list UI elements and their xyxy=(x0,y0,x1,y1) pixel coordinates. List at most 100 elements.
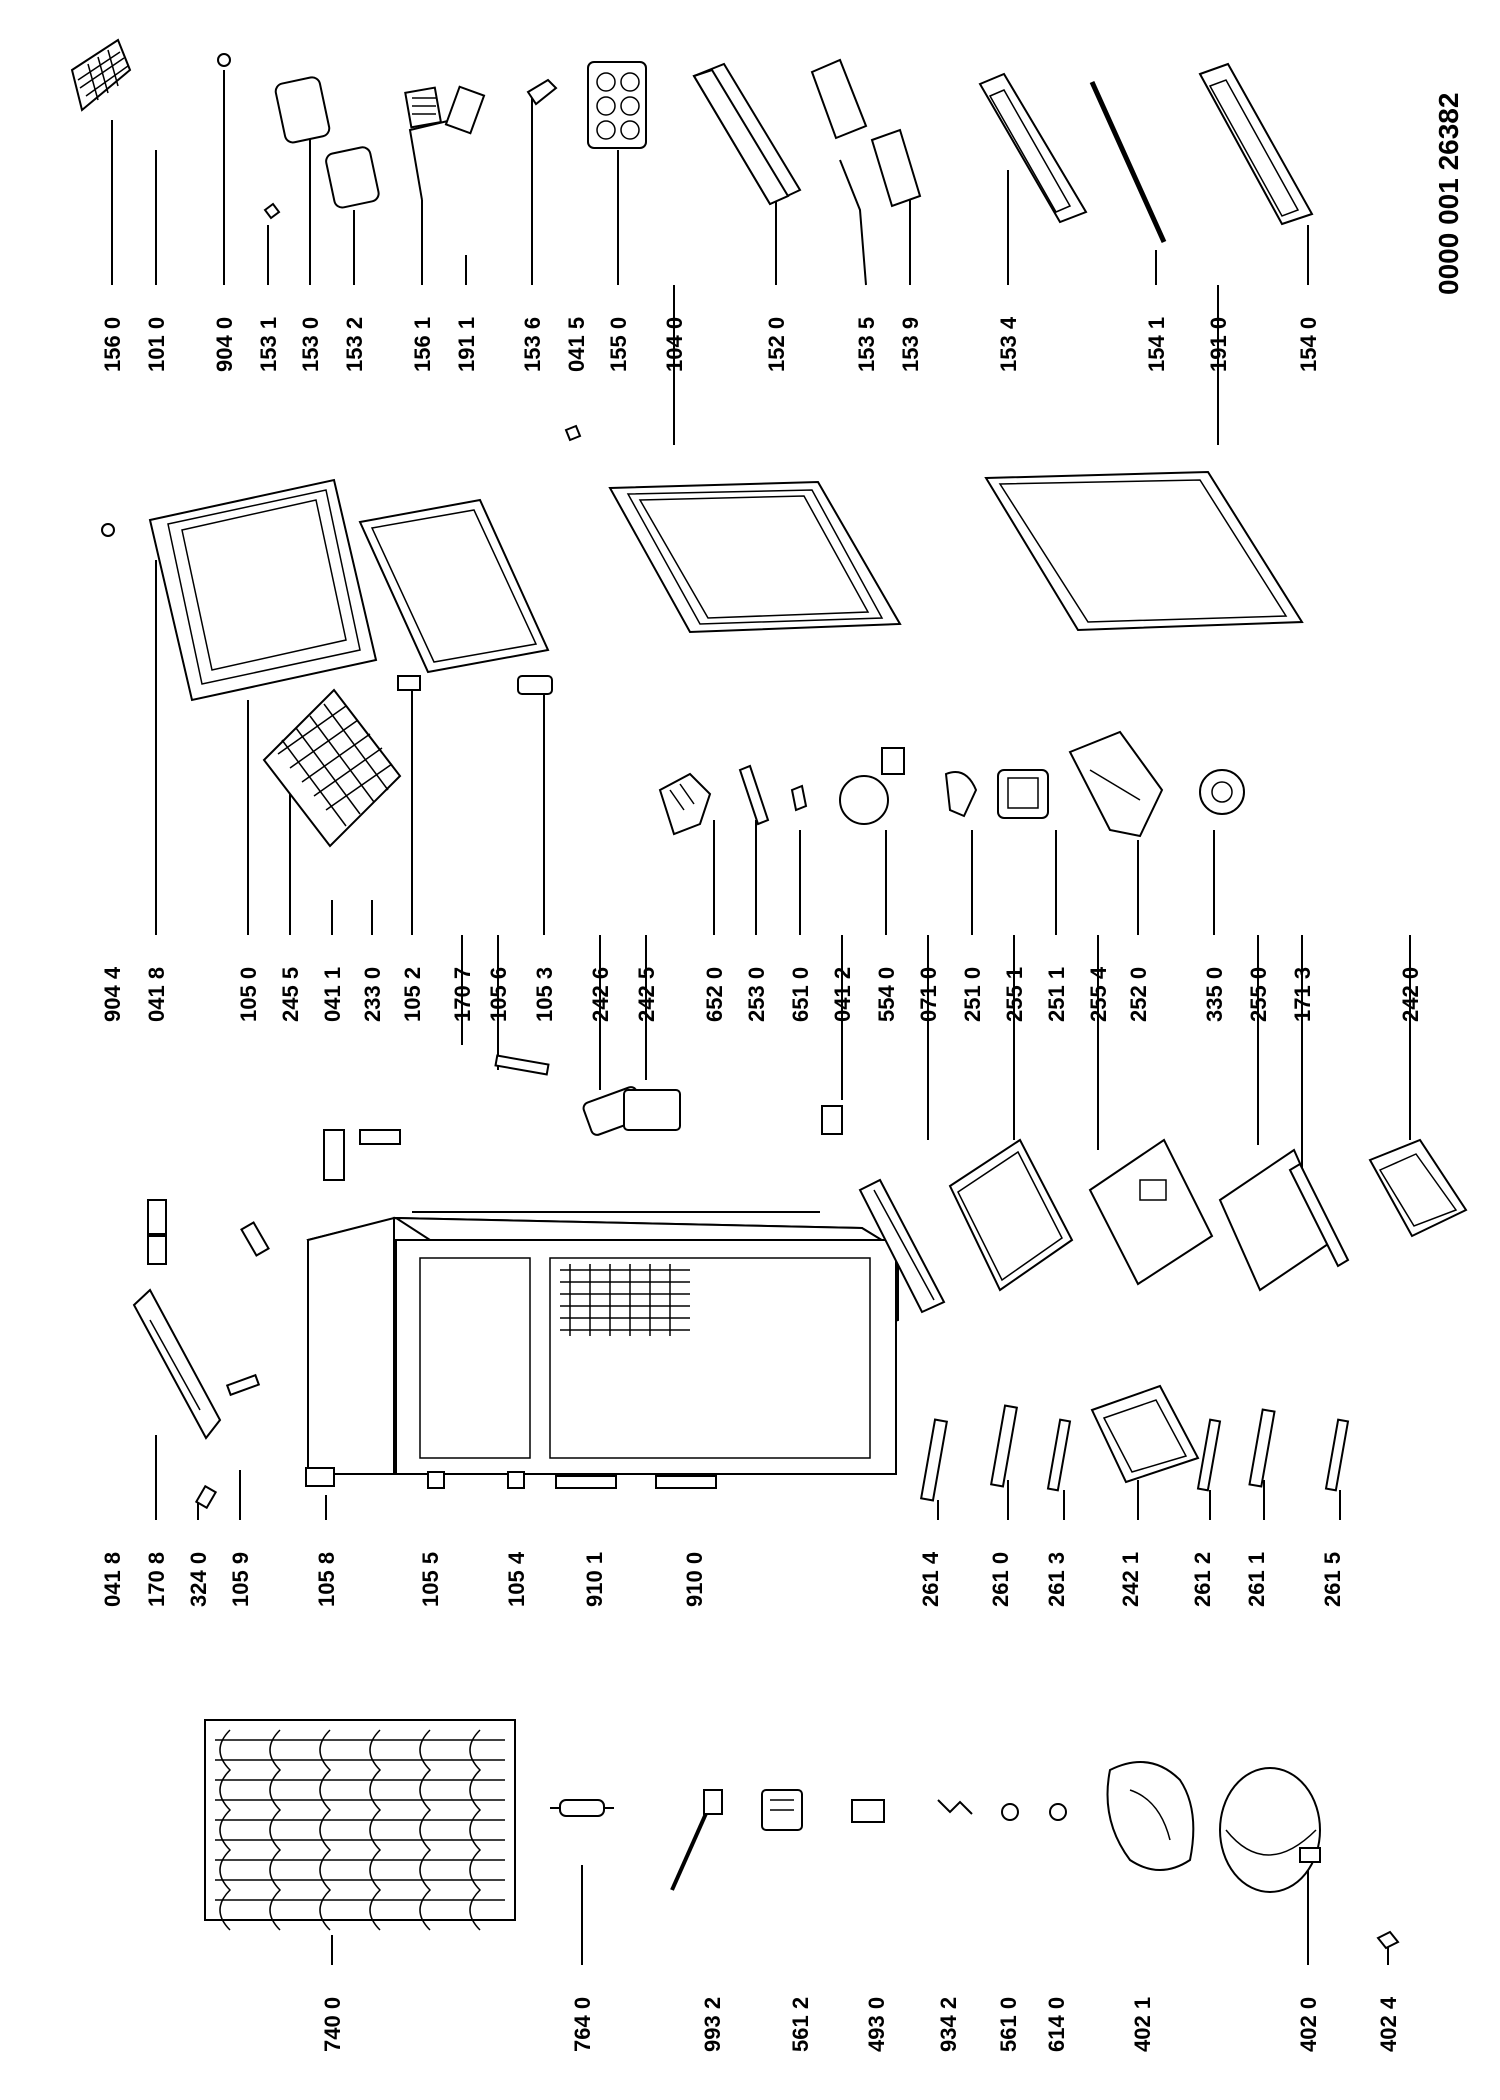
lower-row-labels: 041 8 170 8 324 0 105 9 105 8 105 5 105 … xyxy=(100,1551,1345,1607)
door-gasket-freezer xyxy=(358,498,550,674)
part-label: 152 0 xyxy=(764,317,789,372)
part-label: 153 5 xyxy=(854,317,879,372)
part-label: 041 8 xyxy=(144,967,169,1022)
part-label: 153 0 xyxy=(298,317,323,372)
rail-part-6 xyxy=(1324,1418,1350,1492)
top-row-labels: 156 0 101 0 904 0 153 1 153 0 153 2 156 … xyxy=(100,316,1321,372)
part-label: 041 8 xyxy=(100,1552,125,1607)
handle-part xyxy=(517,675,553,695)
part-label: 156 0 xyxy=(100,317,125,372)
part-label: 324 0 xyxy=(186,1552,211,1607)
part-label: 154 0 xyxy=(1296,317,1321,372)
part-label: 252 0 xyxy=(1126,967,1151,1022)
trim-strip-part-2 xyxy=(1288,1162,1350,1268)
part-label: 041 5 xyxy=(564,317,589,372)
part-label: 261 5 xyxy=(1320,1552,1345,1607)
small-bin-part xyxy=(810,58,922,208)
door-bin-part xyxy=(263,76,380,220)
door-shelf-part-3 xyxy=(1198,62,1314,226)
part-label: 170 8 xyxy=(144,1552,169,1607)
part-label: 153 4 xyxy=(996,316,1021,372)
part-label: 041 1 xyxy=(320,967,345,1022)
crisper-cover-part xyxy=(858,1178,946,1314)
part-label: 335 0 xyxy=(1202,967,1227,1022)
part-label: 993 2 xyxy=(700,1997,725,2052)
pin-part-2 xyxy=(194,1484,218,1510)
rail-part xyxy=(919,1418,949,1502)
cover-strip xyxy=(555,1475,617,1489)
part-label: 101 0 xyxy=(144,317,169,372)
trim-strip-part xyxy=(1089,80,1167,244)
pin-part xyxy=(564,424,582,442)
part-label: 910 0 xyxy=(682,1552,707,1607)
hinge-part xyxy=(397,675,421,691)
part-label: 402 0 xyxy=(1296,1997,1321,2052)
cover-strip-2 xyxy=(655,1475,717,1489)
bin-part xyxy=(582,1086,681,1136)
part-label: 242 1 xyxy=(1118,1552,1143,1607)
bottom-row-labels: 740 0 764 0 993 2 561 2 493 0 934 2 561 … xyxy=(320,1996,1401,2052)
part-label: 153 2 xyxy=(342,317,367,372)
part-label: 764 0 xyxy=(570,1997,595,2052)
sensor-part xyxy=(670,1789,723,1891)
part-label: 402 1 xyxy=(1130,1997,1155,2052)
part-label: 251 0 xyxy=(960,967,985,1022)
part-label: 554 0 xyxy=(874,967,899,1022)
clip-part xyxy=(526,78,558,106)
part-label: 261 4 xyxy=(918,1551,943,1607)
filter-part xyxy=(404,85,486,135)
part-label: 245 5 xyxy=(278,967,303,1022)
part-label: 561 0 xyxy=(996,1997,1021,2052)
part-label: 105 4 xyxy=(504,1551,529,1607)
part-label: 153 6 xyxy=(520,317,545,372)
hinge-part-3 xyxy=(305,1467,335,1487)
lamp-part xyxy=(790,784,808,812)
trim-part-2 xyxy=(147,1235,167,1265)
clip-part-2 xyxy=(1376,1930,1400,1950)
cover-part xyxy=(132,1288,222,1440)
thermostat-part xyxy=(658,772,712,836)
switch-part-3 xyxy=(507,1471,525,1489)
document-id: 0000 001 26382 xyxy=(1433,93,1464,295)
door-gasket-fridge xyxy=(984,470,1304,632)
ice-tray-part xyxy=(70,38,132,112)
bracket-part xyxy=(225,1373,261,1397)
part-label: 402 4 xyxy=(1376,1996,1401,2052)
door-panel-freezer xyxy=(148,478,378,702)
switch-part xyxy=(738,764,770,826)
rail-part-4 xyxy=(1196,1418,1222,1492)
crisper-drawer-part xyxy=(1368,1138,1468,1238)
hinge-part-2 xyxy=(240,1221,270,1257)
part-label: 105 9 xyxy=(228,1552,253,1607)
part-label: 105 5 xyxy=(418,1552,443,1607)
hinge-part-5 xyxy=(323,1129,345,1181)
part-label: 156 1 xyxy=(410,317,435,372)
part-label: 614 0 xyxy=(1044,1997,1069,2052)
part-label: 233 0 xyxy=(360,967,385,1022)
hinge-part-4 xyxy=(821,1105,843,1135)
relay-part xyxy=(761,1789,803,1831)
condenser-part xyxy=(204,1719,516,1931)
door-shelf-part xyxy=(692,62,802,206)
rail-part-2 xyxy=(989,1404,1019,1488)
part-label: 934 2 xyxy=(936,1997,961,2052)
filter-drier-part xyxy=(550,1799,614,1817)
part-label: 261 1 xyxy=(1244,1552,1269,1607)
part-label: 904 0 xyxy=(212,317,237,372)
compressor-part xyxy=(1219,1767,1321,1893)
door-shelf-part-2 xyxy=(978,72,1088,224)
bolt-part xyxy=(217,53,231,67)
part-label: 153 1 xyxy=(256,317,281,372)
part-label: 105 8 xyxy=(314,1552,339,1607)
part-label: 253 0 xyxy=(744,967,769,1022)
middle-row-labels: 904 4 041 8 105 0 245 5 041 1 233 0 105 … xyxy=(100,966,1423,1022)
switch-part-2 xyxy=(427,1471,445,1489)
part-label: 105 0 xyxy=(236,967,261,1022)
part-label: 154 1 xyxy=(1144,317,1169,372)
part-label: 105 3 xyxy=(532,967,557,1022)
cabinet-body xyxy=(306,1211,902,1475)
fan-part xyxy=(997,769,1049,819)
bracket-part-3 xyxy=(359,1129,401,1145)
part-label: 904 4 xyxy=(100,966,125,1022)
